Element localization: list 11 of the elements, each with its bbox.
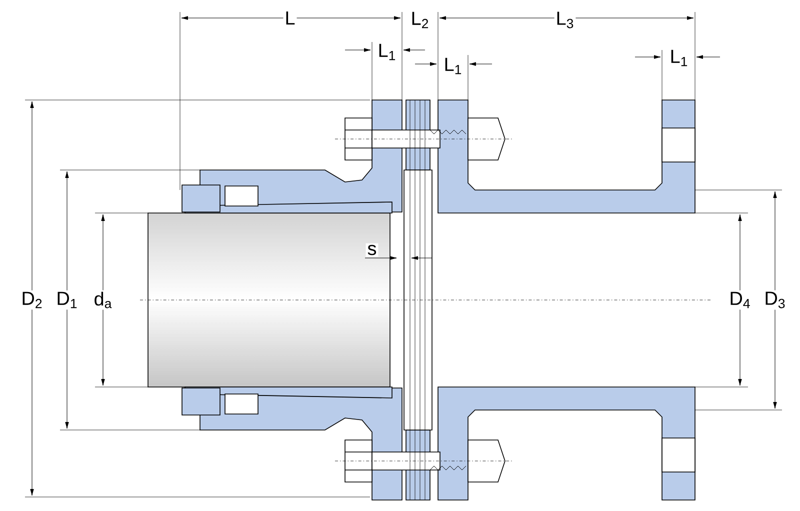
dimension-label: L$_{1}$ [376, 42, 398, 62]
dimension-label: D$_{2}$ [20, 290, 44, 310]
dimension-label: L$_{3}$ [554, 10, 576, 30]
dimension-label: D$_{4}$ [728, 290, 752, 310]
dimension-label: L$_{2}$ [409, 10, 431, 30]
dimension-label: D$_{3}$ [762, 290, 788, 310]
dimension-label: L [283, 10, 297, 26]
dimension-label: d$_{a}$ [92, 290, 114, 310]
dimension-label: L$_{1}$ [668, 48, 690, 68]
dimension-label: L$_{1}$ [442, 56, 464, 76]
dimension-label: D$_{1}$ [54, 290, 80, 310]
